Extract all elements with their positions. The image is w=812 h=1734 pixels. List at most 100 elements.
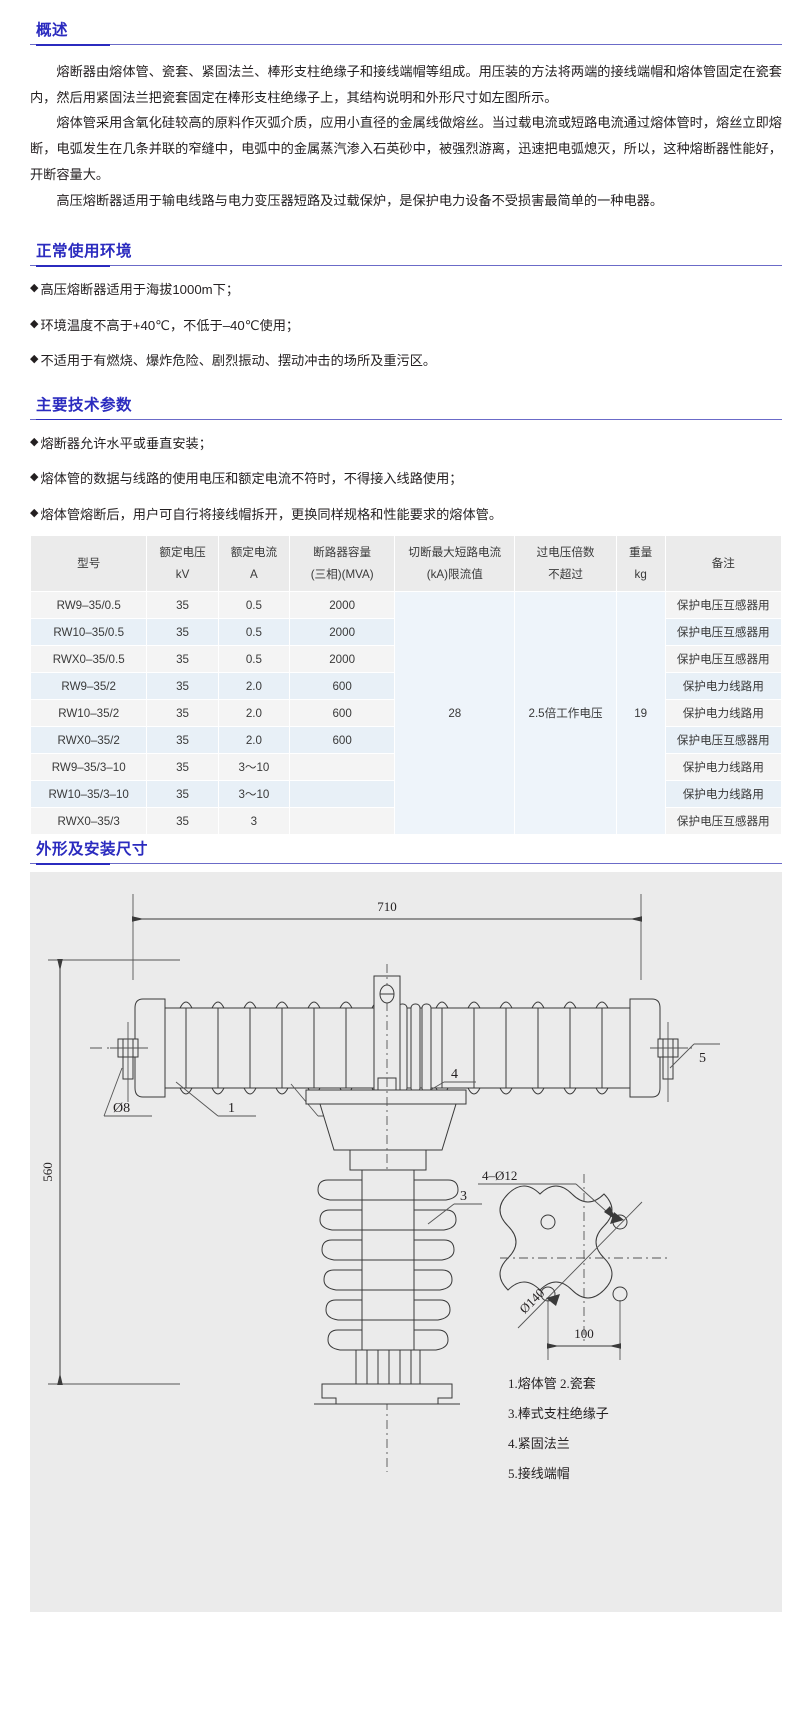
list-item: ◆ 熔断器允许水平或垂直安装； bbox=[30, 434, 782, 454]
list-item-label: 高压熔断器适用于海拔1000m下； bbox=[40, 282, 240, 298]
cell-model: RW9–35/2 bbox=[29, 672, 148, 701]
column-header-text: 断路器容量 bbox=[313, 546, 372, 560]
cell-voltage: 35 bbox=[146, 807, 219, 836]
heading-accent-rule bbox=[36, 44, 110, 46]
table-row: RW10–35/2 35 2.0 600 保护电力线路用 bbox=[29, 699, 783, 728]
heading-accent-rule bbox=[36, 418, 110, 421]
flange-plan-view: 4–Ø12 Ø140 100 bbox=[478, 1168, 670, 1361]
cell-current: 0.5 bbox=[217, 618, 291, 647]
cell-capacity: 600 bbox=[289, 699, 396, 728]
column-header-overvoltage-multiple: 过电压倍数 不超过 bbox=[514, 535, 617, 593]
list-item-label: 熔体管的数据与线路的使用电压和额定电流不符时，不得接入线路使用； bbox=[40, 471, 463, 487]
cell-current: 3～10 bbox=[217, 753, 291, 782]
callout-label-1: 1 bbox=[228, 1101, 235, 1116]
fuse-tube-assembly bbox=[90, 964, 692, 1141]
list-item: ◆ 环境温度不高于+40℃，不低于–40℃使用； bbox=[30, 316, 782, 336]
list-item-label: 熔体管熔断后，用户可自行将接线帽拆开，更换同样规格和性能要求的熔体管。 bbox=[40, 506, 503, 522]
outline-dimension-drawing: 710 560 bbox=[30, 872, 782, 1613]
cell-note: 保护电压互感器用 bbox=[664, 807, 783, 836]
cell-model: RW10–35/3–10 bbox=[29, 780, 148, 809]
callout-label-3: 3 bbox=[460, 1189, 467, 1204]
column-header-text: 额定电压 bbox=[159, 546, 206, 560]
overview-paragraph-3: 高压熔断器适用于输电线路与电力变压器短路及过载保炉，是保护电力设备不受损害最简单… bbox=[56, 192, 664, 208]
diamond-bullet-icon: ◆ bbox=[30, 471, 39, 484]
legend-item-5: 5.接线端帽 bbox=[508, 1466, 570, 1481]
overview-body: 熔断器由熔体管、瓷套、紧固法兰、棒形支柱绝缘子和接线端帽等组成。用压装的方法将两… bbox=[30, 59, 782, 213]
cell-current: 0.5 bbox=[217, 645, 291, 674]
cell-model: RWX0–35/3 bbox=[29, 807, 148, 836]
column-header-unit: A bbox=[250, 568, 258, 582]
list-item: ◆ 不适用于有燃烧、爆炸危险、剧烈振动、摆动冲击的场所及重污区。 bbox=[30, 351, 782, 371]
section-title-environment: 正常使用环境 bbox=[36, 243, 133, 261]
cell-current: 2.0 bbox=[217, 726, 291, 755]
cell-voltage: 35 bbox=[146, 753, 219, 782]
table-row: RW9–35/0.5 35 0.5 2000 28 2.5倍工作电压 19 保护… bbox=[29, 591, 783, 836]
list-item-label: 熔断器允许水平或垂直安装； bbox=[40, 435, 212, 451]
heading-accent-rule bbox=[36, 863, 110, 865]
table-header-row: 型号 额定电压 kV 额定电流 A 断路器容量 (三相)(MVA) 切断最大短路… bbox=[29, 535, 783, 593]
cell-capacity bbox=[289, 780, 396, 809]
cell-capacity bbox=[289, 753, 396, 782]
column-header-text: 备注 bbox=[711, 557, 735, 571]
cell-voltage: 35 bbox=[146, 645, 219, 674]
drawing-legend: 1.熔体管 2.瓷套 3.棒式支柱绝缘子 4.紧固法兰 5.接线端帽 bbox=[508, 1376, 609, 1481]
cell-model: RW10–35/0.5 bbox=[29, 618, 148, 647]
list-item: ◆ 熔体管的数据与线路的使用电压和额定电流不符时，不得接入线路使用； bbox=[30, 469, 782, 489]
parameters-bullet-list: ◆ 熔断器允许水平或垂直安装； ◆ 熔体管的数据与线路的使用电压和额定电流不符时… bbox=[30, 434, 782, 525]
dimension-overall-length: 710 bbox=[132, 894, 642, 981]
dimension-overall-height: 560 bbox=[40, 959, 180, 1386]
legend-item-1-2: 1.熔体管 2.瓷套 bbox=[508, 1376, 596, 1391]
section-heading-parameters: 主要技术参数 bbox=[30, 393, 782, 421]
cell-current: 3～10 bbox=[217, 780, 291, 809]
overview-paragraph-1: 熔断器由熔体管、瓷套、紧固法兰、棒形支柱绝缘子和接线端帽等组成。用压装的方法将两… bbox=[30, 64, 782, 105]
callout-label-5: 5 bbox=[699, 1051, 706, 1066]
column-header-unit: (kA)限流值 bbox=[426, 568, 483, 582]
diamond-bullet-icon: ◆ bbox=[30, 435, 39, 448]
callout-label-4: 4 bbox=[451, 1067, 458, 1082]
callout-label-diameter-8: Ø8 bbox=[113, 1101, 130, 1116]
callout-3-group: 3 bbox=[427, 1189, 482, 1225]
cell-current: 2.0 bbox=[217, 699, 291, 728]
terminal-cap-left bbox=[110, 1022, 148, 1103]
cell-note: 保护电力线路用 bbox=[664, 699, 783, 728]
cell-overvoltage: 2.5倍工作电压 bbox=[514, 591, 617, 836]
cell-model: RWX0–35/2 bbox=[29, 726, 148, 755]
diamond-bullet-icon: ◆ bbox=[30, 353, 39, 366]
cell-weight: 19 bbox=[615, 591, 666, 836]
environment-bullet-list: ◆ 高压熔断器适用于海拔1000m下； ◆ 环境温度不高于+40℃，不低于–40… bbox=[30, 280, 782, 371]
column-header-unit: 不超过 bbox=[548, 568, 583, 582]
column-header-text: 过电压倍数 bbox=[536, 546, 595, 560]
list-item: ◆ 熔体管熔断后，用户可自行将接线帽拆开，更换同样规格和性能要求的熔体管。 bbox=[30, 505, 782, 525]
legend-item-4: 4.紧固法兰 bbox=[508, 1436, 570, 1451]
legend-item-3: 3.棒式支柱绝缘子 bbox=[508, 1406, 609, 1421]
column-header-text: 额定电流 bbox=[230, 546, 278, 560]
heading-accent-rule bbox=[36, 265, 110, 267]
table-row: RWX0–35/0.5 35 0.5 2000 保护电压互感器用 bbox=[29, 645, 783, 674]
cell-voltage: 35 bbox=[146, 780, 219, 809]
column-header-text: 重量 bbox=[629, 546, 653, 560]
cell-model: RW10–35/2 bbox=[29, 699, 148, 728]
table-row: RW9–35/3–10 35 3～10 保护电力线路用 bbox=[29, 753, 783, 782]
cell-current: 2.0 bbox=[217, 672, 291, 701]
column-header-breaking-capacity: 断路器容量 (三相)(MVA) bbox=[289, 535, 396, 593]
table-row: RW9–35/2 35 2.0 600 保护电力线路用 bbox=[29, 672, 783, 701]
dimension-label-100: 100 bbox=[574, 1326, 594, 1341]
cell-note: 保护电压互感器用 bbox=[664, 645, 783, 674]
diamond-bullet-icon: ◆ bbox=[30, 506, 39, 519]
dimension-label-710: 710 bbox=[377, 899, 397, 914]
dimension-label-560: 560 bbox=[40, 1163, 55, 1183]
table-row: RWX0–35/2 35 2.0 600 保护电压互感器用 bbox=[29, 726, 783, 755]
section-title-dimensions: 外形及安装尺寸 bbox=[36, 841, 149, 859]
cell-capacity: 600 bbox=[289, 672, 396, 701]
cell-voltage: 35 bbox=[146, 699, 219, 728]
cell-note: 保护电力线路用 bbox=[664, 780, 783, 809]
column-header-weight: 重量 kg bbox=[615, 535, 666, 593]
drawing-canvas: 710 560 bbox=[40, 894, 720, 1481]
cell-capacity bbox=[289, 807, 396, 836]
cell-capacity: 2000 bbox=[289, 618, 396, 647]
cell-note: 保护电压互感器用 bbox=[664, 726, 783, 755]
column-header-unit: kV bbox=[175, 568, 190, 582]
cell-note: 保护电力线路用 bbox=[664, 672, 783, 701]
column-header-unit: (三相)(MVA) bbox=[310, 568, 374, 582]
